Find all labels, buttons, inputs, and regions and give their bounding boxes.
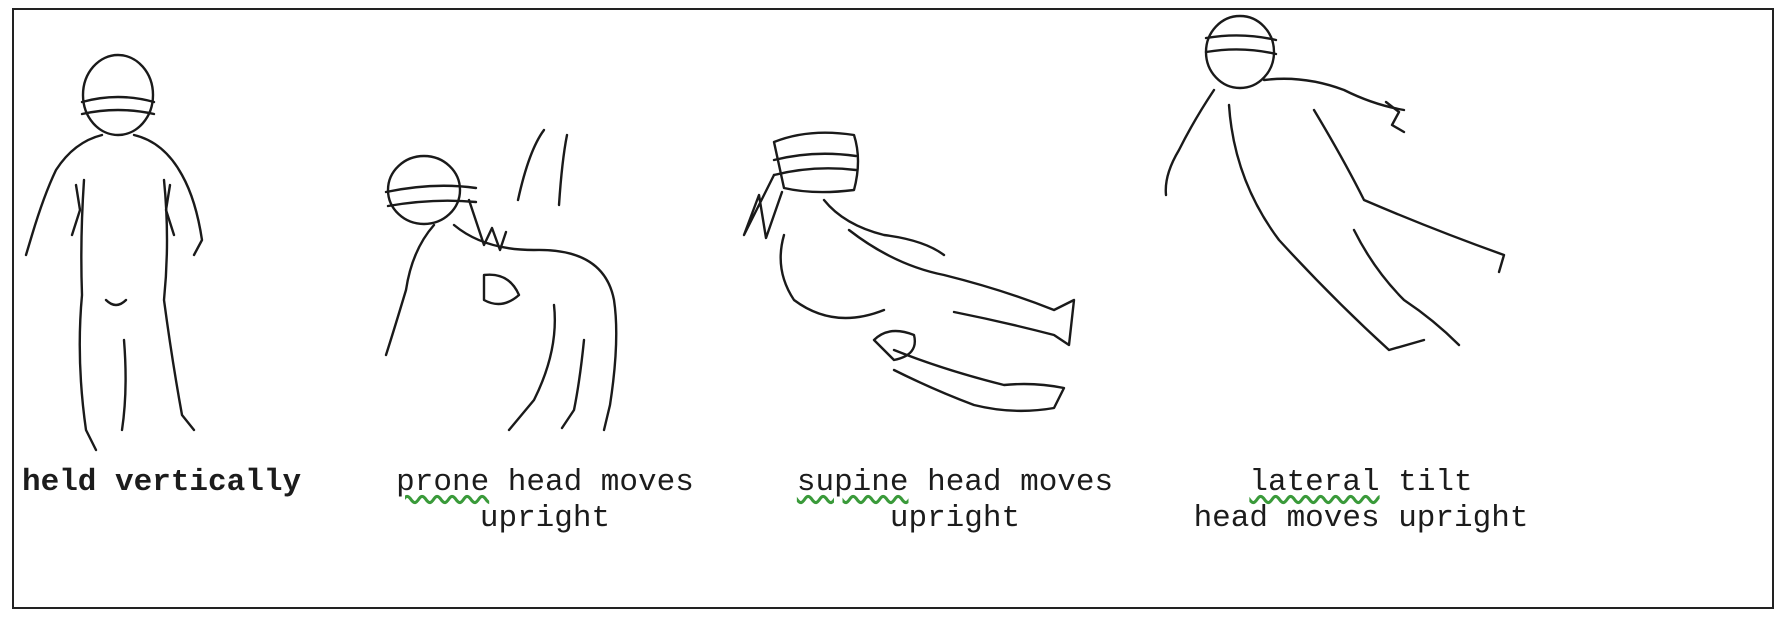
infant-3-head bbox=[774, 133, 858, 192]
infant-supine-sketch bbox=[744, 133, 1074, 411]
infant-3-arms bbox=[781, 200, 944, 318]
infant-2-headband bbox=[386, 186, 476, 206]
infant-4-body bbox=[1229, 105, 1504, 350]
infant-lateral-tilt-sketch bbox=[1166, 16, 1504, 350]
infant-1-arms bbox=[26, 135, 202, 255]
caption-supine-line1: supine head moves bbox=[787, 465, 1123, 501]
infant-2-legs bbox=[509, 305, 584, 430]
infant-1-hands bbox=[72, 185, 174, 235]
infant-4-legs bbox=[1354, 230, 1459, 345]
infant-2-body bbox=[386, 225, 616, 430]
caption-supine-rest: head moves bbox=[908, 465, 1113, 500]
caption-prone-rest: head moves bbox=[489, 465, 694, 500]
caption-prone: prone head moves upright bbox=[386, 465, 704, 537]
infant-prone-sketch bbox=[386, 130, 616, 430]
infant-1-head bbox=[83, 55, 153, 135]
caption-lateral-tilt: lateral tilt head moves upright bbox=[1174, 465, 1548, 537]
infant-1-torso-legs bbox=[80, 180, 194, 450]
caption-supine-word: supine bbox=[797, 465, 909, 500]
infant-1-inner-lines bbox=[106, 300, 126, 430]
caption-lateral-line1: lateral tilt bbox=[1174, 465, 1548, 501]
infant-2-hand bbox=[484, 275, 519, 304]
infant-held-vertically-sketch bbox=[26, 55, 202, 450]
caption-prone-word: prone bbox=[396, 465, 489, 500]
infant-4-arms bbox=[1166, 79, 1404, 195]
infant-3-headband bbox=[774, 154, 856, 175]
caption-held-vertically: held vertically bbox=[22, 465, 301, 501]
caption-prone-line2: upright bbox=[386, 501, 704, 537]
infant-3-lower-leg bbox=[894, 350, 1064, 411]
figure-frame: held vertically prone head moves upright… bbox=[12, 8, 1774, 609]
adult-hands-lines bbox=[518, 130, 567, 205]
infant-4-headband bbox=[1206, 35, 1276, 54]
caption-prone-line1: prone head moves bbox=[386, 465, 704, 501]
infant-1-headband bbox=[82, 97, 154, 114]
caption-held-vertically-line1: held vertically bbox=[22, 465, 301, 500]
caption-lateral-line2: head moves upright bbox=[1174, 501, 1548, 537]
caption-supine-line2: upright bbox=[787, 501, 1123, 537]
infant-3-headband-tails bbox=[744, 175, 782, 238]
caption-lateral-rest: tilt bbox=[1380, 465, 1473, 500]
caption-supine: supine head moves upright bbox=[787, 465, 1123, 537]
infant-3-body-leg bbox=[849, 230, 1074, 345]
caption-lateral-word: lateral bbox=[1249, 465, 1379, 500]
